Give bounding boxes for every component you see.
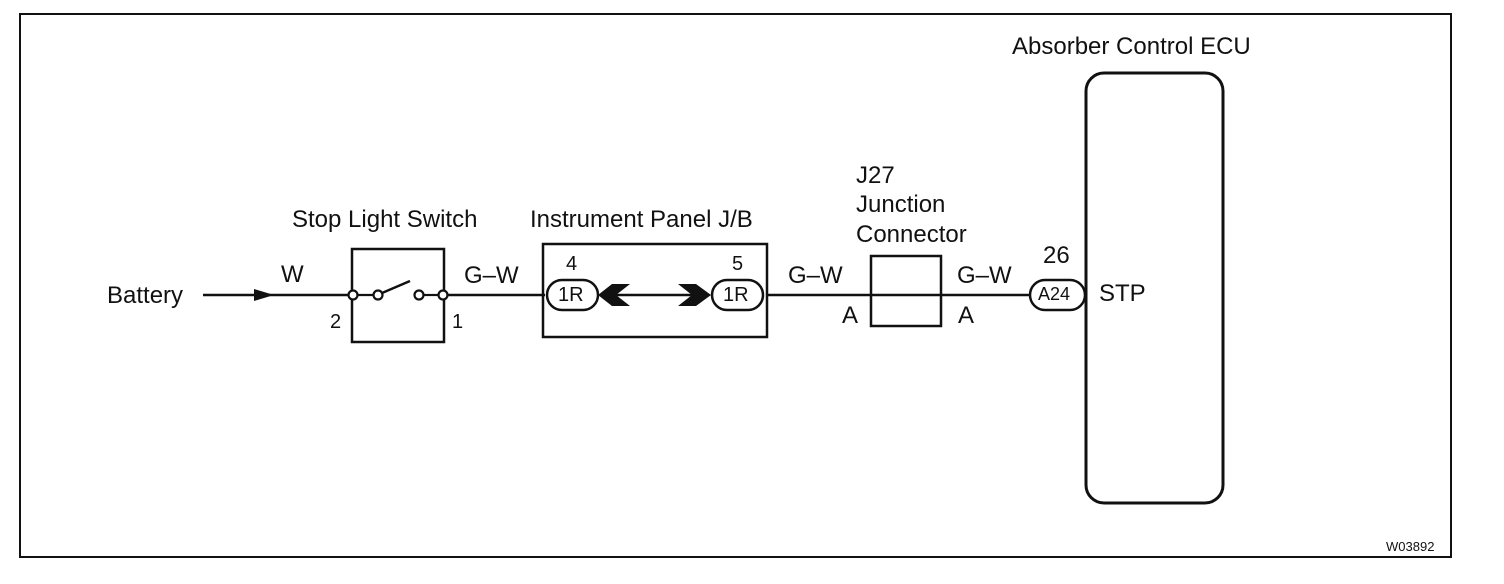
switch-pin-2: 2: [330, 311, 342, 333]
j27-terminal-left: A: [842, 302, 859, 329]
battery-label: Battery: [107, 282, 184, 309]
diagram-frame: [19, 13, 1452, 558]
j27-title-line1: J27: [856, 162, 895, 189]
switch-contact: [381, 279, 411, 295]
j27-terminal-right: A: [958, 302, 975, 329]
jb-right-connector-code: 1R: [723, 284, 749, 306]
wire-color-w: W: [281, 261, 304, 288]
ecu-body: [1084, 71, 1225, 505]
instrument-panel-jb-title: Instrument Panel J/B: [530, 206, 753, 233]
wire-color-gw-3: G–W: [957, 262, 1012, 289]
j27-connector-box: [869, 254, 943, 328]
ecu-pin-26: 26: [1043, 242, 1070, 269]
jb-right-pin: 5: [732, 253, 744, 275]
ecu-connector-code: A24: [1038, 284, 1071, 304]
ecu-title: Absorber Control ECU: [1012, 33, 1251, 60]
jb-right-chevron-icon: [678, 284, 711, 306]
jb-left-pin: 4: [566, 253, 578, 275]
jb-connector-right: [710, 278, 765, 312]
stop-light-switch-title: Stop Light Switch: [292, 206, 478, 233]
wire-color-gw-1: G–W: [464, 262, 519, 289]
figure-id: W03892: [1386, 539, 1435, 554]
ecu-terminal-stp: STP: [1099, 280, 1146, 307]
j27-title-line3: Connector: [856, 221, 967, 248]
wire-color-gw-2: G–W: [788, 262, 843, 289]
j27-title-line2: Junction: [856, 191, 946, 218]
instrument-panel-jb-box: [541, 242, 769, 339]
jb-left-connector-code: 1R: [558, 284, 584, 306]
jb-left-chevron-icon: [598, 284, 630, 306]
switch-pin-1: 1: [452, 311, 464, 333]
